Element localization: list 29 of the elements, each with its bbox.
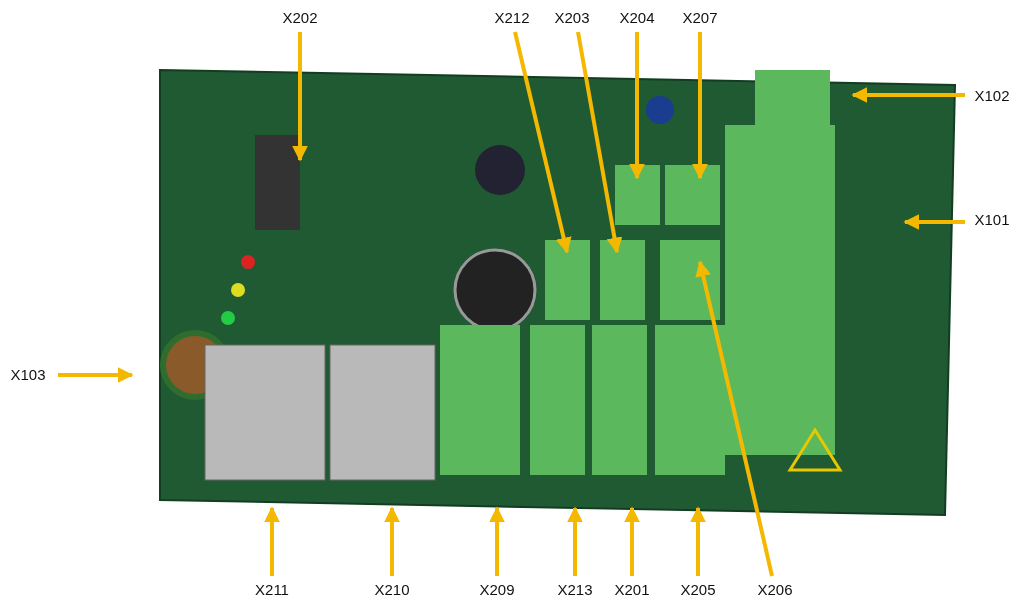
callout-label: X213: [557, 581, 593, 599]
leader-arrow: [576, 31, 623, 254]
leader-arrow: [513, 31, 572, 254]
callout-label: X211: [255, 581, 289, 599]
leader-arrow: [489, 506, 505, 576]
callout-label: X207: [682, 9, 718, 27]
callout-label: X203: [554, 9, 590, 27]
callout-label: X205: [680, 581, 716, 599]
callout-label: X201: [614, 581, 650, 599]
leader-arrow: [567, 506, 583, 576]
callout-label: X202: [282, 9, 318, 27]
leader-arrow: [695, 260, 774, 577]
callout-label: X204: [619, 9, 655, 27]
callout-label: X209: [479, 581, 515, 599]
leader-arrow: [384, 506, 400, 576]
callout-label: X101: [974, 211, 1010, 229]
leader-arrow: [264, 506, 280, 576]
leader-arrow: [58, 367, 134, 383]
leader-arrow: [629, 32, 645, 180]
callout-label: X212: [494, 9, 530, 27]
callout-label: X206: [757, 581, 793, 599]
leader-arrow: [292, 32, 308, 162]
leader-arrow: [690, 506, 706, 576]
leader-arrow: [903, 214, 965, 230]
callout-label: X102: [974, 87, 1010, 105]
callout-label: X210: [374, 581, 410, 599]
leader-arrow: [624, 506, 640, 576]
leader-arrow: [692, 32, 708, 180]
callout-label: X103: [10, 366, 46, 384]
